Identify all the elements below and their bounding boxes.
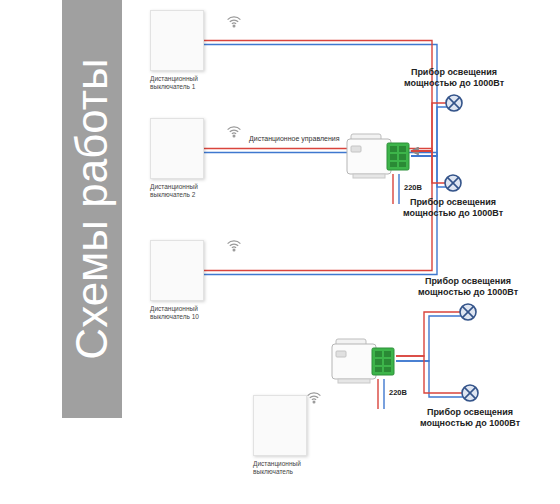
wifi-arc [228,241,241,244]
wifi-dot [233,25,235,27]
remote-switch: Дистанционный выключатель 10 [150,240,224,321]
terminal-block [372,348,394,375]
lamp-cross [464,387,475,398]
wifi-icon [228,127,241,137]
lamp-label: Прибор освещения мощностью до 1000Вт [414,276,522,298]
terminal-screw [375,367,382,372]
relay-button [336,351,346,357]
relay-body [347,139,391,174]
lamp-cross [448,97,459,108]
lamp-holder [400,92,508,114]
wifi-dot [233,135,235,137]
wifi-dot [233,249,235,251]
terminal-screw [384,359,391,365]
lamp-cross [462,306,473,317]
lamp-symbol [459,382,481,404]
lamp-label: Прибор освещения мощностью до 1000Вт [416,407,524,429]
terminal-screw [384,351,391,357]
lamp-symbol [442,172,464,194]
wifi-arc [312,398,316,400]
wifi-arc [228,17,241,20]
wifi-icon [308,393,321,403]
light-fixture: Прибор освещения мощностью до 1000Вт [414,276,522,326]
relay-module [330,333,396,385]
lamp-holder [414,301,522,323]
relay-body [332,344,376,379]
relay-base [338,379,370,383]
remote-switch: Дистанционный выключатель 1 [150,10,224,91]
terminal-screw [375,359,382,365]
terminal-screw [399,154,406,160]
voltage-label: 220В [403,183,423,192]
terminal-screw [399,162,406,167]
lamp-symbol [457,301,479,323]
mains-neutral-wire [398,174,399,204]
lamp-cross [447,177,458,188]
wifi-arc [232,132,236,134]
neutral-wire [396,316,461,361]
live-wire [396,312,460,356]
relay-drawing [330,333,396,385]
switch-label: Дистанционный выключатель 1 [150,75,224,91]
lamp-cross [447,177,458,188]
relay-base [353,174,385,178]
wifi-arc [228,127,241,130]
terminal-screw [390,154,397,160]
wifi-arc [232,246,236,248]
relay-button [351,146,361,152]
lamp-cross [464,387,475,398]
wifi-arc [230,244,238,246]
remote-switch: Дистанционный выключатель 2 [150,118,224,199]
terminal-screw [399,146,406,152]
voltage-label: 220В [388,388,408,397]
lamp-label: Прибор освещения мощностью до 1000Вт [400,67,508,89]
switch-panel [150,118,204,179]
title-band: Схемы работы [62,0,122,418]
lamp-circle [462,385,478,401]
wifi-dot [313,401,315,403]
mains-live-wire [392,174,393,204]
wifi-arc [230,20,238,22]
wifi-icon [228,241,241,251]
switch-label: Дистанционный выключатель 10 [150,305,224,321]
control-label: Дистанционное управления [248,135,341,142]
lamp-circle [460,304,476,320]
switch-label: Дистанционный выключатель 2 [150,183,224,199]
terminal-block [387,143,409,170]
lamp-circle [445,175,461,191]
wifi-arc [310,396,318,398]
switch-label: Дистанционный выключатель [253,460,327,476]
relay-drawing [345,128,411,180]
relay-module [345,128,411,180]
mains-live-wire [377,379,378,409]
lamp-cross [448,97,459,108]
lamp-circle [446,95,462,111]
switch-panel [150,10,204,71]
wifi-icon [228,17,241,27]
lamp-cross [462,306,473,317]
light-fixture: Прибор освещения мощностью до 1000Вт [399,169,507,219]
remote-switch: Дистанционный выключатель [253,395,327,476]
terminal-screw [384,367,391,372]
live-wire [411,151,445,183]
terminal-screw [375,351,382,357]
light-fixture: Прибор освещения мощностью до 1000Вт [400,67,508,117]
terminal-screw [390,146,397,152]
mains-neutral-wire [383,379,384,409]
lamp-label: Прибор освещения мощностью до 1000Вт [399,197,507,219]
wifi-arc [230,130,238,132]
band-title: Схемы работы [70,58,114,359]
live-wire [411,103,446,151]
wifi-arc [232,22,236,24]
wifi-arc [308,393,321,396]
switch-panel [150,240,204,301]
lamp-symbol [443,92,465,114]
switch-panel [253,395,307,456]
terminal-screw [390,162,397,167]
light-fixture: Прибор освещения мощностью до 1000Вт [416,379,524,429]
